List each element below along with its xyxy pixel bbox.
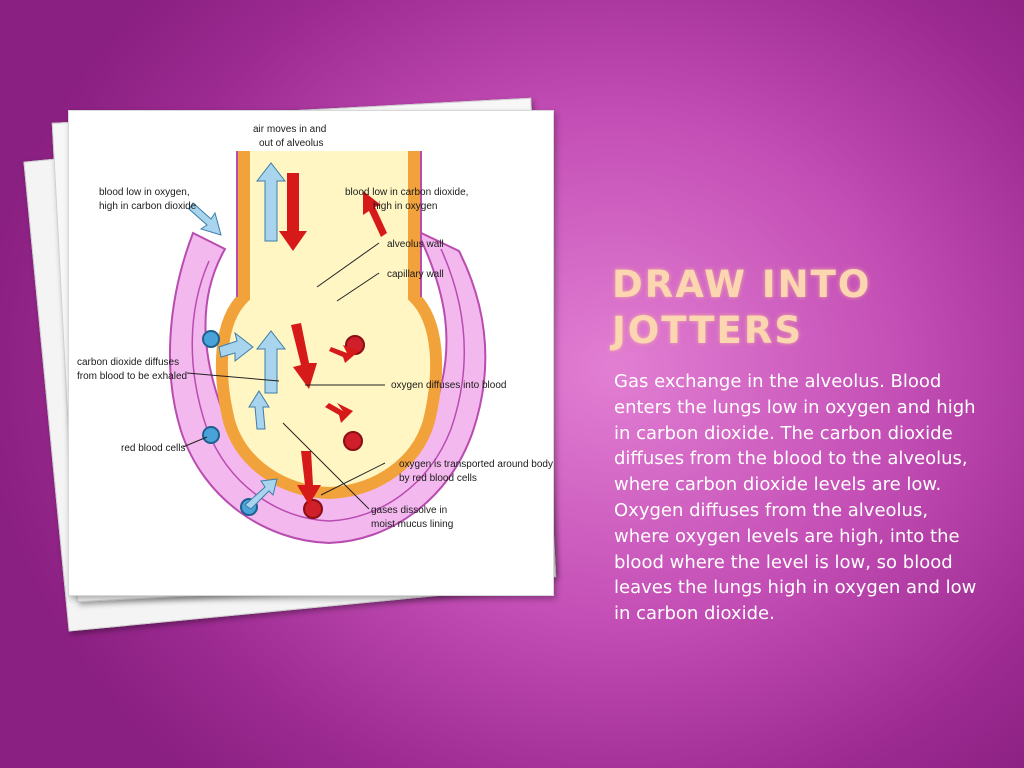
- label-air-moves: air moves in and: [253, 124, 326, 135]
- label-air-moves-2: out of alveolus: [259, 138, 324, 149]
- label-blood-low-oxygen-2: high in carbon dioxide: [99, 201, 197, 212]
- alveolus-diagram: air moves in and out of alveolus blood l…: [77, 124, 553, 545]
- label-co2-diffuses-2: from blood to be exhaled: [77, 371, 187, 382]
- alveolus-diagram-card: air moves in and out of alveolus blood l…: [68, 110, 554, 596]
- label-blood-low-co2: blood low in carbon dioxide,: [345, 187, 468, 198]
- label-co2-diffuses: carbon dioxide diffuses: [77, 357, 179, 368]
- leader-lines: [182, 242, 386, 510]
- air-arrows: [188, 162, 387, 510]
- label-red-blood-cells: red blood cells: [121, 443, 185, 454]
- capillary-inner-line: [191, 248, 466, 522]
- red-blood-cells: [202, 330, 365, 519]
- label-gases-dissolve-2: moist mucus lining: [371, 519, 453, 530]
- label-oxygen-transported: oxygen is transported around body: [399, 459, 553, 470]
- slide-title: DRAW INTO JOTTERS: [612, 263, 872, 352]
- label-blood-low-oxygen: blood low in oxygen,: [99, 187, 190, 198]
- slide-body-text: Gas exchange in the alveolus. Blood ente…: [614, 371, 977, 625]
- label-oxygen-transported-2: by red blood cells: [399, 473, 477, 484]
- label-blood-low-co2-2: high in oxygen: [373, 201, 438, 212]
- label-gases-dissolve: gases dissolve in: [371, 505, 447, 516]
- label-capillary-wall: capillary wall: [387, 269, 444, 280]
- label-oxygen-diffuses: oxygen diffuses into blood: [391, 380, 506, 391]
- label-alveolus-wall: alveolus wall: [387, 239, 444, 250]
